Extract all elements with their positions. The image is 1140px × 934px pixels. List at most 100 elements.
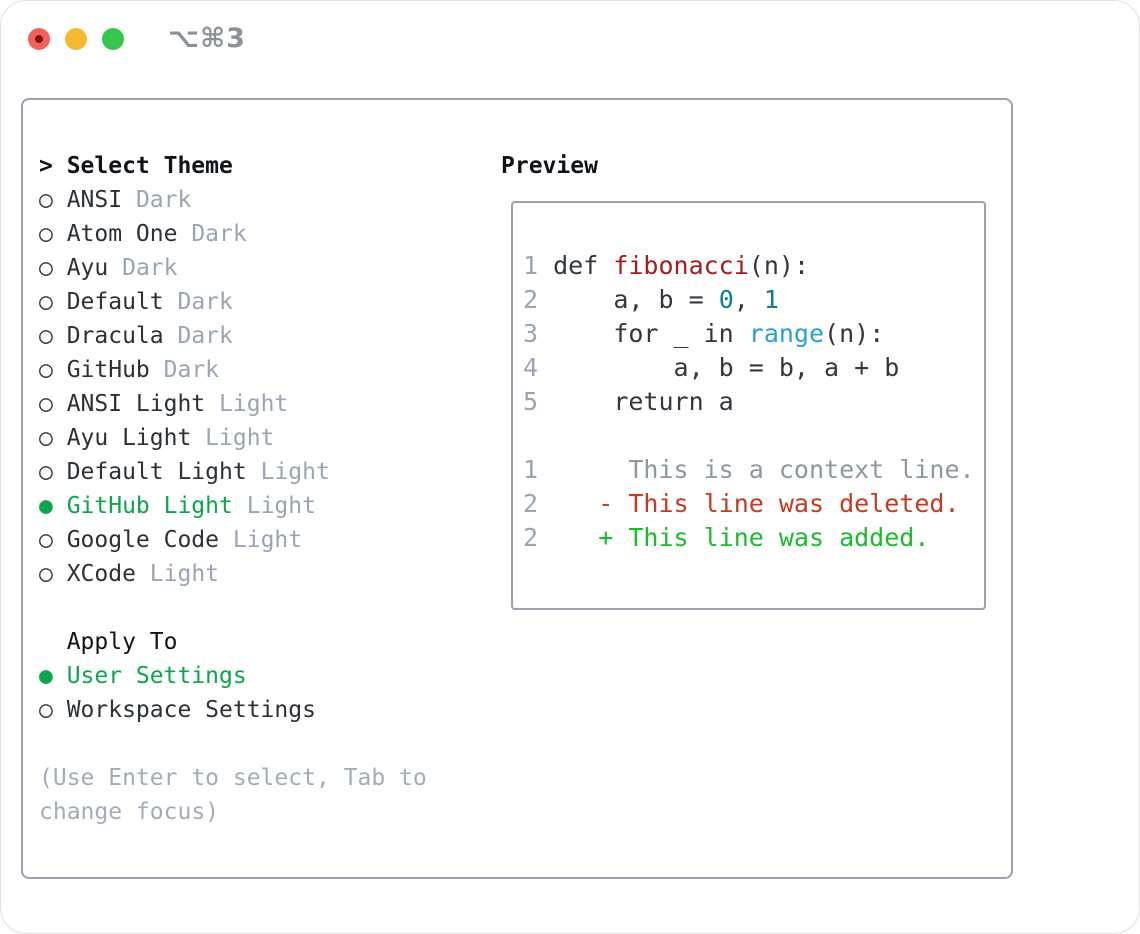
code-line: 2 + This line was added. [523, 521, 984, 555]
radio-selected-icon: ● [39, 663, 53, 689]
variant-label: Dark [177, 289, 233, 315]
variant-label: Light [219, 391, 289, 417]
radio-unselected-icon: ○ [39, 391, 53, 417]
code-segment-context: This is a context line. [553, 455, 975, 484]
apply-option-user-settings[interactable]: ● User Settings [39, 659, 427, 693]
variant-label: Light [246, 493, 316, 519]
variant-label: Light [260, 459, 330, 485]
option-label: User Settings [66, 663, 247, 689]
close-button[interactable] [28, 28, 50, 50]
code-segment-code: (n): [748, 251, 810, 280]
variant-label: Dark [163, 357, 220, 383]
theme-option-ayu-light[interactable]: ○Ayu Light Light [39, 421, 427, 455]
code-segment-code: , [733, 285, 764, 314]
code-segment-code: for _ in [553, 319, 749, 348]
window-shortcut-label: ⌥⌘3 [168, 23, 246, 54]
preview-header: Preview [501, 153, 598, 179]
hint-line-2: change focus) [39, 799, 220, 825]
code-line: 2 a, b = 0, 1 [523, 283, 984, 317]
code-segment-builtin: range [748, 319, 825, 348]
spacer-row [39, 591, 427, 625]
code-line: 1 This is a context line. [523, 453, 984, 487]
variant-label: Light [149, 561, 220, 587]
code-segment-code: (n): [824, 319, 885, 348]
select-theme-header: > Select Theme [39, 149, 427, 183]
line-number: 5 [523, 387, 554, 416]
theme-option-google-code[interactable]: ○ Google Code Light [39, 523, 427, 557]
radio-unselected-icon: ○ [39, 697, 53, 723]
option-label: Google Code [66, 527, 220, 553]
variant-label: Dark [191, 221, 247, 247]
line-number: 1 [523, 251, 554, 280]
apply-to-options: ● User Settings ○ Workspace Settings [39, 659, 427, 727]
theme-option-default[interactable]: ○ Default Dark [39, 285, 427, 319]
minimize-button[interactable] [65, 28, 87, 50]
theme-selector-panel: >Select Theme ○ANSI Dark○Atom One Dark○A… [21, 98, 1013, 879]
title-bar: ⌥⌘3 [1, 1, 1139, 77]
theme-option-github[interactable]: ○GitHub Dark [39, 353, 427, 387]
code-segment-number: 1 [763, 285, 779, 314]
line-number: 3 [523, 319, 554, 348]
zoom-button[interactable] [102, 28, 124, 50]
apply-to-header: Apply To [39, 625, 427, 659]
radio-unselected-icon: ○ [39, 289, 53, 315]
theme-option-default-light[interactable]: ○Default Light Light [39, 455, 427, 489]
line-number: 1 [523, 455, 554, 484]
window-controls [28, 28, 139, 50]
apply-to-label: Apply To [66, 629, 178, 655]
code-segment-code: a, b = [553, 285, 719, 314]
line-number: 2 [523, 523, 554, 552]
theme-option-dracula[interactable]: ○ Dracula Dark [39, 319, 427, 353]
radio-unselected-icon: ○ [39, 561, 53, 587]
code-line: 1 def fibonacci(n): [523, 249, 984, 283]
option-label: Dracula [66, 323, 164, 349]
theme-option-ayu[interactable]: ○Ayu Dark [39, 251, 427, 285]
option-label: Default [66, 289, 164, 315]
radio-unselected-icon: ○ [39, 323, 53, 349]
radio-unselected-icon: ○ [39, 527, 53, 553]
option-label: Atom One [66, 221, 178, 247]
line-number: 2 [523, 285, 554, 314]
option-label: XCode [66, 561, 136, 587]
option-label: Workspace Settings [66, 697, 316, 723]
variant-label: Dark [122, 255, 178, 281]
theme-options: ○ANSI Dark○Atom One Dark○Ayu Dark○Defaul… [39, 183, 427, 591]
code-segment-code: def [553, 251, 614, 280]
code-line: 5 return a [523, 385, 984, 419]
code-line [523, 419, 984, 453]
variant-label: Dark [135, 187, 192, 213]
theme-option-ansi[interactable]: ○ ANSI Dark [39, 183, 427, 217]
spacer-row [39, 727, 427, 761]
select-theme-label: Select Theme [66, 153, 233, 179]
theme-option-ansi-light[interactable]: ○ANSI Light Light [39, 387, 427, 421]
theme-list-pane: >Select Theme ○ANSI Dark○Atom One Dark○A… [39, 149, 427, 829]
radio-unselected-icon: ○ [39, 425, 53, 451]
apply-option-workspace-settings[interactable]: ○ Workspace Settings [39, 693, 427, 727]
variant-label: Light [205, 425, 275, 451]
option-label: GitHub Light [66, 493, 233, 519]
theme-option-github-light[interactable]: ●GitHub Light Light [39, 489, 427, 523]
radio-unselected-icon: ○ [39, 357, 53, 383]
code-segment-number: 0 [718, 285, 734, 314]
radio-unselected-icon: ○ [39, 187, 53, 213]
variant-label: Dark [177, 323, 233, 349]
code-segment-code: a, b = b, a + b [553, 353, 900, 382]
hint-line-1: (Use Enter to select, Tab to [39, 765, 427, 791]
prompt-arrow-icon: > [39, 153, 53, 179]
theme-option-xcode[interactable]: ○ XCode Light [39, 557, 427, 591]
theme-option-atom-one[interactable]: ○ Atom One Dark [39, 217, 427, 251]
code-segment-added: + This line was added. [553, 523, 930, 552]
code-line: 3 for _ in range(n): [523, 317, 984, 351]
line-number: 4 [523, 353, 554, 382]
option-label: ANSI [66, 187, 123, 213]
line-number: 2 [523, 489, 554, 518]
option-label: Ayu [66, 255, 109, 281]
code-line: 4 a, b = b, a + b [523, 351, 984, 385]
code-segment-deleted: - This line was deleted. [553, 489, 960, 518]
code-segment-func: fibonacci [613, 251, 749, 280]
variant-label: Light [232, 527, 303, 553]
radio-unselected-icon: ○ [39, 221, 53, 247]
